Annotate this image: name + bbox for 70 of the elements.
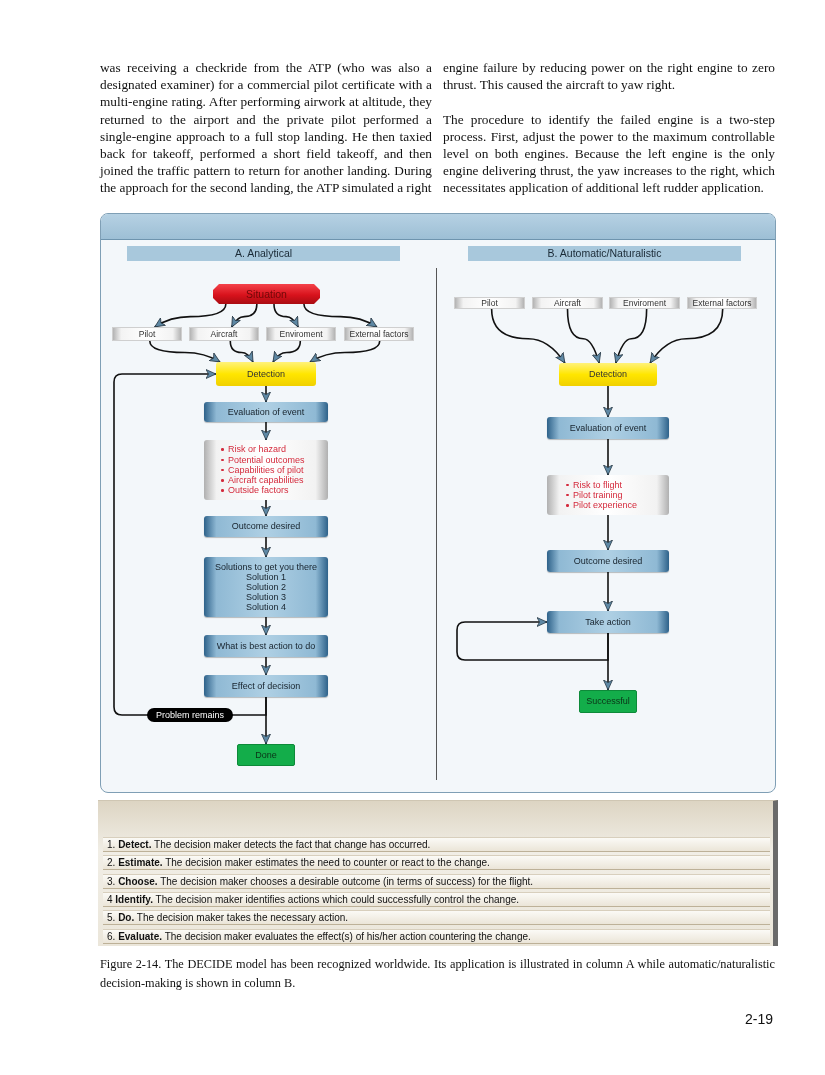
- arrow: [261, 421, 271, 441]
- factor-box: Enviroment: [266, 327, 336, 341]
- detection-box: Detection: [559, 363, 657, 386]
- arrow: [603, 438, 613, 476]
- box-heading: Solutions to get you there: [214, 562, 318, 572]
- arrow: [229, 340, 254, 363]
- column-header-band: A. Analytical: [127, 246, 400, 261]
- factor-box: External factors: [344, 327, 414, 341]
- factor-box: Pilot: [454, 297, 525, 309]
- arrow: [603, 385, 613, 418]
- list-item: Potential outcomes: [220, 454, 305, 465]
- arrow: [603, 571, 613, 612]
- list-item: Risk to flight: [565, 479, 623, 490]
- list-item: Aircraft capabilities: [220, 475, 304, 486]
- arrow: [261, 656, 271, 676]
- process-box: Take action: [547, 611, 669, 633]
- arrow: [309, 340, 381, 363]
- detection-box: Detection: [216, 362, 316, 386]
- factor-box: Enviroment: [609, 297, 680, 309]
- arrow: [649, 308, 724, 364]
- arrow: [261, 536, 271, 558]
- list-item: Pilot experience: [565, 500, 638, 511]
- factor-box: Aircraft: [532, 297, 603, 309]
- list-item: Risk or hazard: [220, 444, 287, 455]
- list-item: Pilot training: [565, 489, 623, 501]
- arrow: [261, 385, 271, 403]
- list-box: [204, 440, 328, 500]
- column-header-band: B. Automatic/Naturalistic: [468, 246, 741, 261]
- result-box: Successful: [579, 690, 637, 713]
- list-item: Capabilities of pilot: [220, 464, 304, 476]
- figure-caption: Figure 2-14. The DECIDE model has been recognized worldwide. Its application is illustrated in column A while automatic/naturalistic decision-making is shown in column B.: [100, 956, 775, 992]
- list-item: Solution 3: [246, 592, 286, 602]
- arrow: [153, 303, 227, 328]
- arrow: [614, 308, 648, 364]
- arrow: [303, 303, 378, 328]
- list-box: [547, 475, 669, 515]
- process-box: Outcome desired: [204, 516, 328, 537]
- list-item: Solution 4: [246, 602, 286, 612]
- arrow: [566, 308, 601, 364]
- arrow: [490, 308, 566, 364]
- edge-label: Problem remains: [147, 708, 233, 722]
- process-box: Evaluation of event: [547, 417, 669, 439]
- process-box: [204, 557, 328, 617]
- body-paragraph: engine failure by reducing power on the right engine to zero thrust. This caused the aircraft to yaw right.: [443, 59, 775, 94]
- table-row: 5. Do. The decision maker takes the necessary action.: [103, 910, 770, 926]
- situation-box: Situation: [213, 284, 320, 304]
- process-box: Effect of decision: [204, 675, 328, 697]
- list-item: Solution 2: [246, 582, 286, 592]
- process-box: Outcome desired: [547, 550, 669, 572]
- arrow: [603, 514, 613, 551]
- arrow: [261, 499, 271, 517]
- arrow: [272, 340, 302, 363]
- factor-box: External factors: [687, 297, 757, 309]
- body-paragraph: The procedure to identify the failed engine is a two-step process. First, adjust the power to the maximum controllable level on both engines. Because the left engine is the only engine delivering thrust, the yaw increases to the right, which necessitates application of additional left rudder application.: [443, 110, 775, 197]
- arrow: [149, 340, 221, 363]
- process-box: Evaluation of event: [204, 402, 328, 422]
- page-number: 2-19: [745, 1011, 774, 1027]
- process-box: What is best action to do: [204, 635, 328, 657]
- arrow: [456, 617, 609, 661]
- factor-box: Pilot: [112, 327, 182, 341]
- body-paragraph: was receiving a checkride from the ATP (who was also a designated examiner) for a commercial pilot certificate with a multi-engine rating. After performing airwork at altitude, they returned to the airport and the private pilot performed a single-engine approach to a full stop landing. He then taxied back for takeoff, performed a short field takeoff, and then joined the traffic pattern to return for another landing. During the approach for the second landing, the ATP simulated a right: [100, 59, 432, 197]
- list-item: Solution 1: [246, 572, 286, 582]
- arrow: [261, 616, 271, 636]
- table-row: 2. Estimate. The decision maker estimates the need to counter or react to the change.: [103, 855, 770, 871]
- factor-box: Aircraft: [189, 327, 259, 341]
- result-box: Done: [237, 744, 295, 766]
- arrow: [273, 303, 299, 328]
- table-row: 1. Detect. The decision maker detects the fact that change has occurred.: [103, 837, 770, 852]
- list-item: Outside factors: [220, 485, 289, 496]
- arrow: [230, 303, 258, 328]
